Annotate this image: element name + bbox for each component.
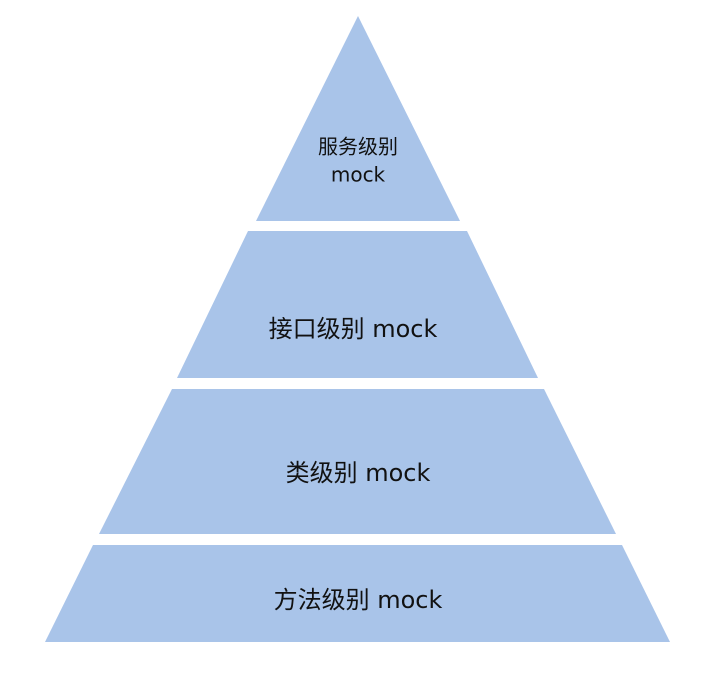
- pyramid-layer-service: 服务级别 mock: [256, 16, 460, 221]
- layer-shape: [256, 16, 460, 221]
- layer-label: 类级别 mock: [286, 459, 431, 487]
- layer-shape: [99, 389, 616, 534]
- layer-label: 服务级别: [318, 135, 398, 159]
- pyramid-layer-interface: 接口级别 mock: [177, 231, 538, 378]
- pyramid-layer-method: 方法级别 mock: [45, 545, 670, 642]
- layer-label: 方法级别 mock: [274, 586, 443, 614]
- layer-label: mock: [331, 163, 386, 187]
- layer-label: 接口级别 mock: [269, 315, 438, 343]
- layer-shape: [45, 545, 670, 642]
- layer-shape: [177, 231, 538, 378]
- pyramid-layer-class: 类级别 mock: [99, 389, 616, 534]
